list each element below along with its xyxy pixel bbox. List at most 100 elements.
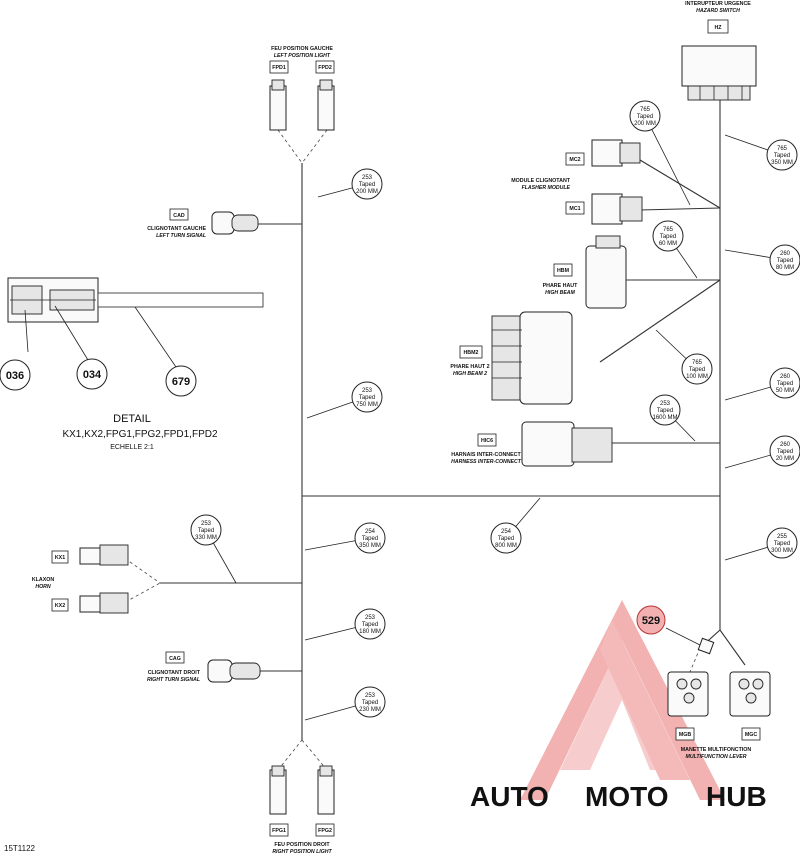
bubble-length: 300 MM xyxy=(771,548,793,554)
bubble-number: 254 xyxy=(501,529,512,535)
bubble-tape: Taped xyxy=(774,541,790,547)
callout-036-label: 036 xyxy=(6,370,24,382)
bubble-circle xyxy=(354,522,386,554)
connector-code-mgb: MGB xyxy=(679,732,692,738)
bubble-number: 765 xyxy=(692,360,703,366)
callout-679: 679 xyxy=(165,365,197,397)
connector-mc2 xyxy=(591,139,641,167)
bubble-tape: Taped xyxy=(362,622,378,628)
watermark-text-moto: MOTO xyxy=(585,781,668,812)
bubble-length: 80 MM xyxy=(776,265,794,271)
detail-view xyxy=(7,277,264,368)
bubble-tape: Taped xyxy=(777,258,793,264)
bubble-length: 350 MM xyxy=(359,543,381,549)
connector-cag xyxy=(207,659,261,683)
connector-code-kx1: KX1 xyxy=(55,555,65,561)
detail-connectors: KX1,KX2,FPG1,FPG2,FPD1,FPD2 xyxy=(62,429,217,440)
harness-title: HARNAIS INTER-CONNECT xyxy=(451,452,521,458)
bubble-number: 765 xyxy=(663,227,674,233)
bubble-circle xyxy=(629,100,661,132)
bubble-circle xyxy=(681,353,713,385)
bubble-number: 253 xyxy=(365,615,376,621)
bubble-number: 260 xyxy=(780,251,791,257)
watermark-logo xyxy=(520,600,725,800)
bubble-circle xyxy=(190,514,222,546)
bubble-length: 100 MM xyxy=(686,374,708,380)
detail-scale: ECHELLE 2:1 xyxy=(110,444,154,451)
connector-code-fpd2: FPD2 xyxy=(318,65,332,71)
connector-code-hbm: HBM xyxy=(557,268,570,274)
right-position-light-subtitle: RIGHT POSITION LIGHT xyxy=(272,849,332,855)
connector-code-hz: HZ xyxy=(714,25,722,31)
connector-code-fpd1: FPD1 xyxy=(272,65,286,71)
connector-code-hic6: HIC6 xyxy=(481,438,493,444)
connector-kx2 xyxy=(79,592,129,614)
flasher-subtitle: FLASHER MODULE xyxy=(522,185,571,191)
bubble-tape: Taped xyxy=(362,700,378,706)
figure-id: 15T1122 xyxy=(4,844,36,853)
bubble-length: 50 MM xyxy=(776,388,794,394)
callout-679-label: 679 xyxy=(172,376,190,388)
bubble-length: 350 MM xyxy=(771,160,793,166)
bubble-length: 750 MM xyxy=(356,402,378,408)
bubble-circle xyxy=(766,139,798,171)
right-turn-title: CLIGNOTANT DROIT xyxy=(148,670,201,676)
bubble-number: 765 xyxy=(640,107,651,113)
bubble-tape: Taped xyxy=(660,234,676,240)
left-position-light-title: FEU POSITION GAUCHE xyxy=(271,46,333,52)
callout-036: 036 xyxy=(0,359,31,391)
callout-034: 034 xyxy=(76,358,108,390)
bubble-circle xyxy=(769,435,800,467)
high-beam-subtitle: HIGH BEAM xyxy=(545,290,575,296)
bubble-length: 1600 MM xyxy=(652,415,677,421)
bubble-circle xyxy=(769,244,800,276)
connector-mc1 xyxy=(591,193,643,225)
bubble-circle xyxy=(649,394,681,426)
connector-fpd1 xyxy=(269,79,287,131)
connector-cad xyxy=(211,211,259,235)
callout-034-label: 034 xyxy=(83,369,102,381)
harness-subtitle: HARNESS INTER-CONNECT xyxy=(451,459,522,465)
connector-fpd2 xyxy=(317,79,335,131)
connector-code-mgc: MGC xyxy=(745,732,758,738)
bubble-tape: Taped xyxy=(777,381,793,387)
callout-529-label: 529 xyxy=(642,615,660,627)
connector-mgc xyxy=(729,671,771,717)
flasher-title: MODULE CLIGNOTANT xyxy=(511,178,571,184)
bubble-number: 253 xyxy=(660,401,671,407)
callout-529: 529 xyxy=(636,605,715,655)
bubble-tape: Taped xyxy=(774,153,790,159)
bubble-circle xyxy=(652,220,684,252)
multifunction-title: MANETTE MULTIFONCTION xyxy=(681,747,752,753)
high-beam-2-subtitle: HIGH BEAM 2 xyxy=(453,371,487,377)
connector-hbm2 xyxy=(491,311,573,405)
bubble-circle xyxy=(354,686,386,718)
hazard-switch-connector xyxy=(681,45,757,118)
bubble-circle xyxy=(490,522,522,554)
horn-title: KLAXON xyxy=(32,577,55,583)
bubble-circle xyxy=(351,381,383,413)
right-position-light-title: FEU POSITION DROIT xyxy=(274,842,330,848)
bubble-number: 260 xyxy=(780,442,791,448)
bubble-length: 200 MM xyxy=(356,189,378,195)
bubble-tape: Taped xyxy=(198,528,214,534)
connector-code-cag: CAG xyxy=(169,656,181,662)
leader-line xyxy=(644,115,691,206)
connector-hbm xyxy=(585,235,627,309)
bubble-number: 254 xyxy=(365,529,376,535)
wire-harness xyxy=(160,118,746,740)
connector-code-kx2: KX2 xyxy=(55,603,65,609)
bubble-tape: Taped xyxy=(498,536,514,542)
left-position-light-subtitle: LEFT POSITION LIGHT xyxy=(274,53,331,59)
bubble-length: 330 MM xyxy=(195,535,217,541)
